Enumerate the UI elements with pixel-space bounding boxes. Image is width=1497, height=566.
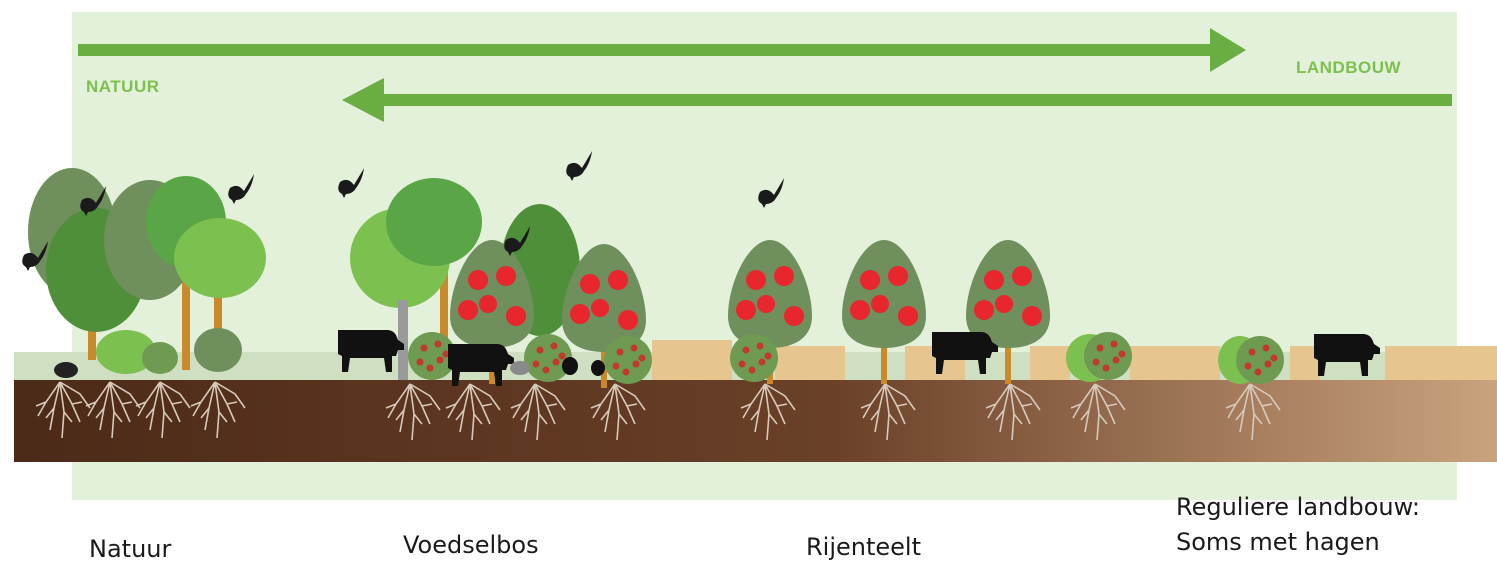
caption-natuur: Natuur — [89, 532, 171, 566]
soil-layer — [14, 380, 1497, 462]
caption-voedselbos: Voedselbos — [403, 528, 539, 562]
caption-rijenteelt: Rijenteelt — [806, 530, 921, 564]
caption-regulier-line2: Soms met hagen — [1176, 525, 1380, 559]
heading-agriculture: LANDBOUW — [1296, 58, 1401, 78]
caption-regulier-line1: Reguliere landbouw: — [1176, 490, 1420, 524]
heading-nature: NATUUR — [86, 77, 160, 97]
